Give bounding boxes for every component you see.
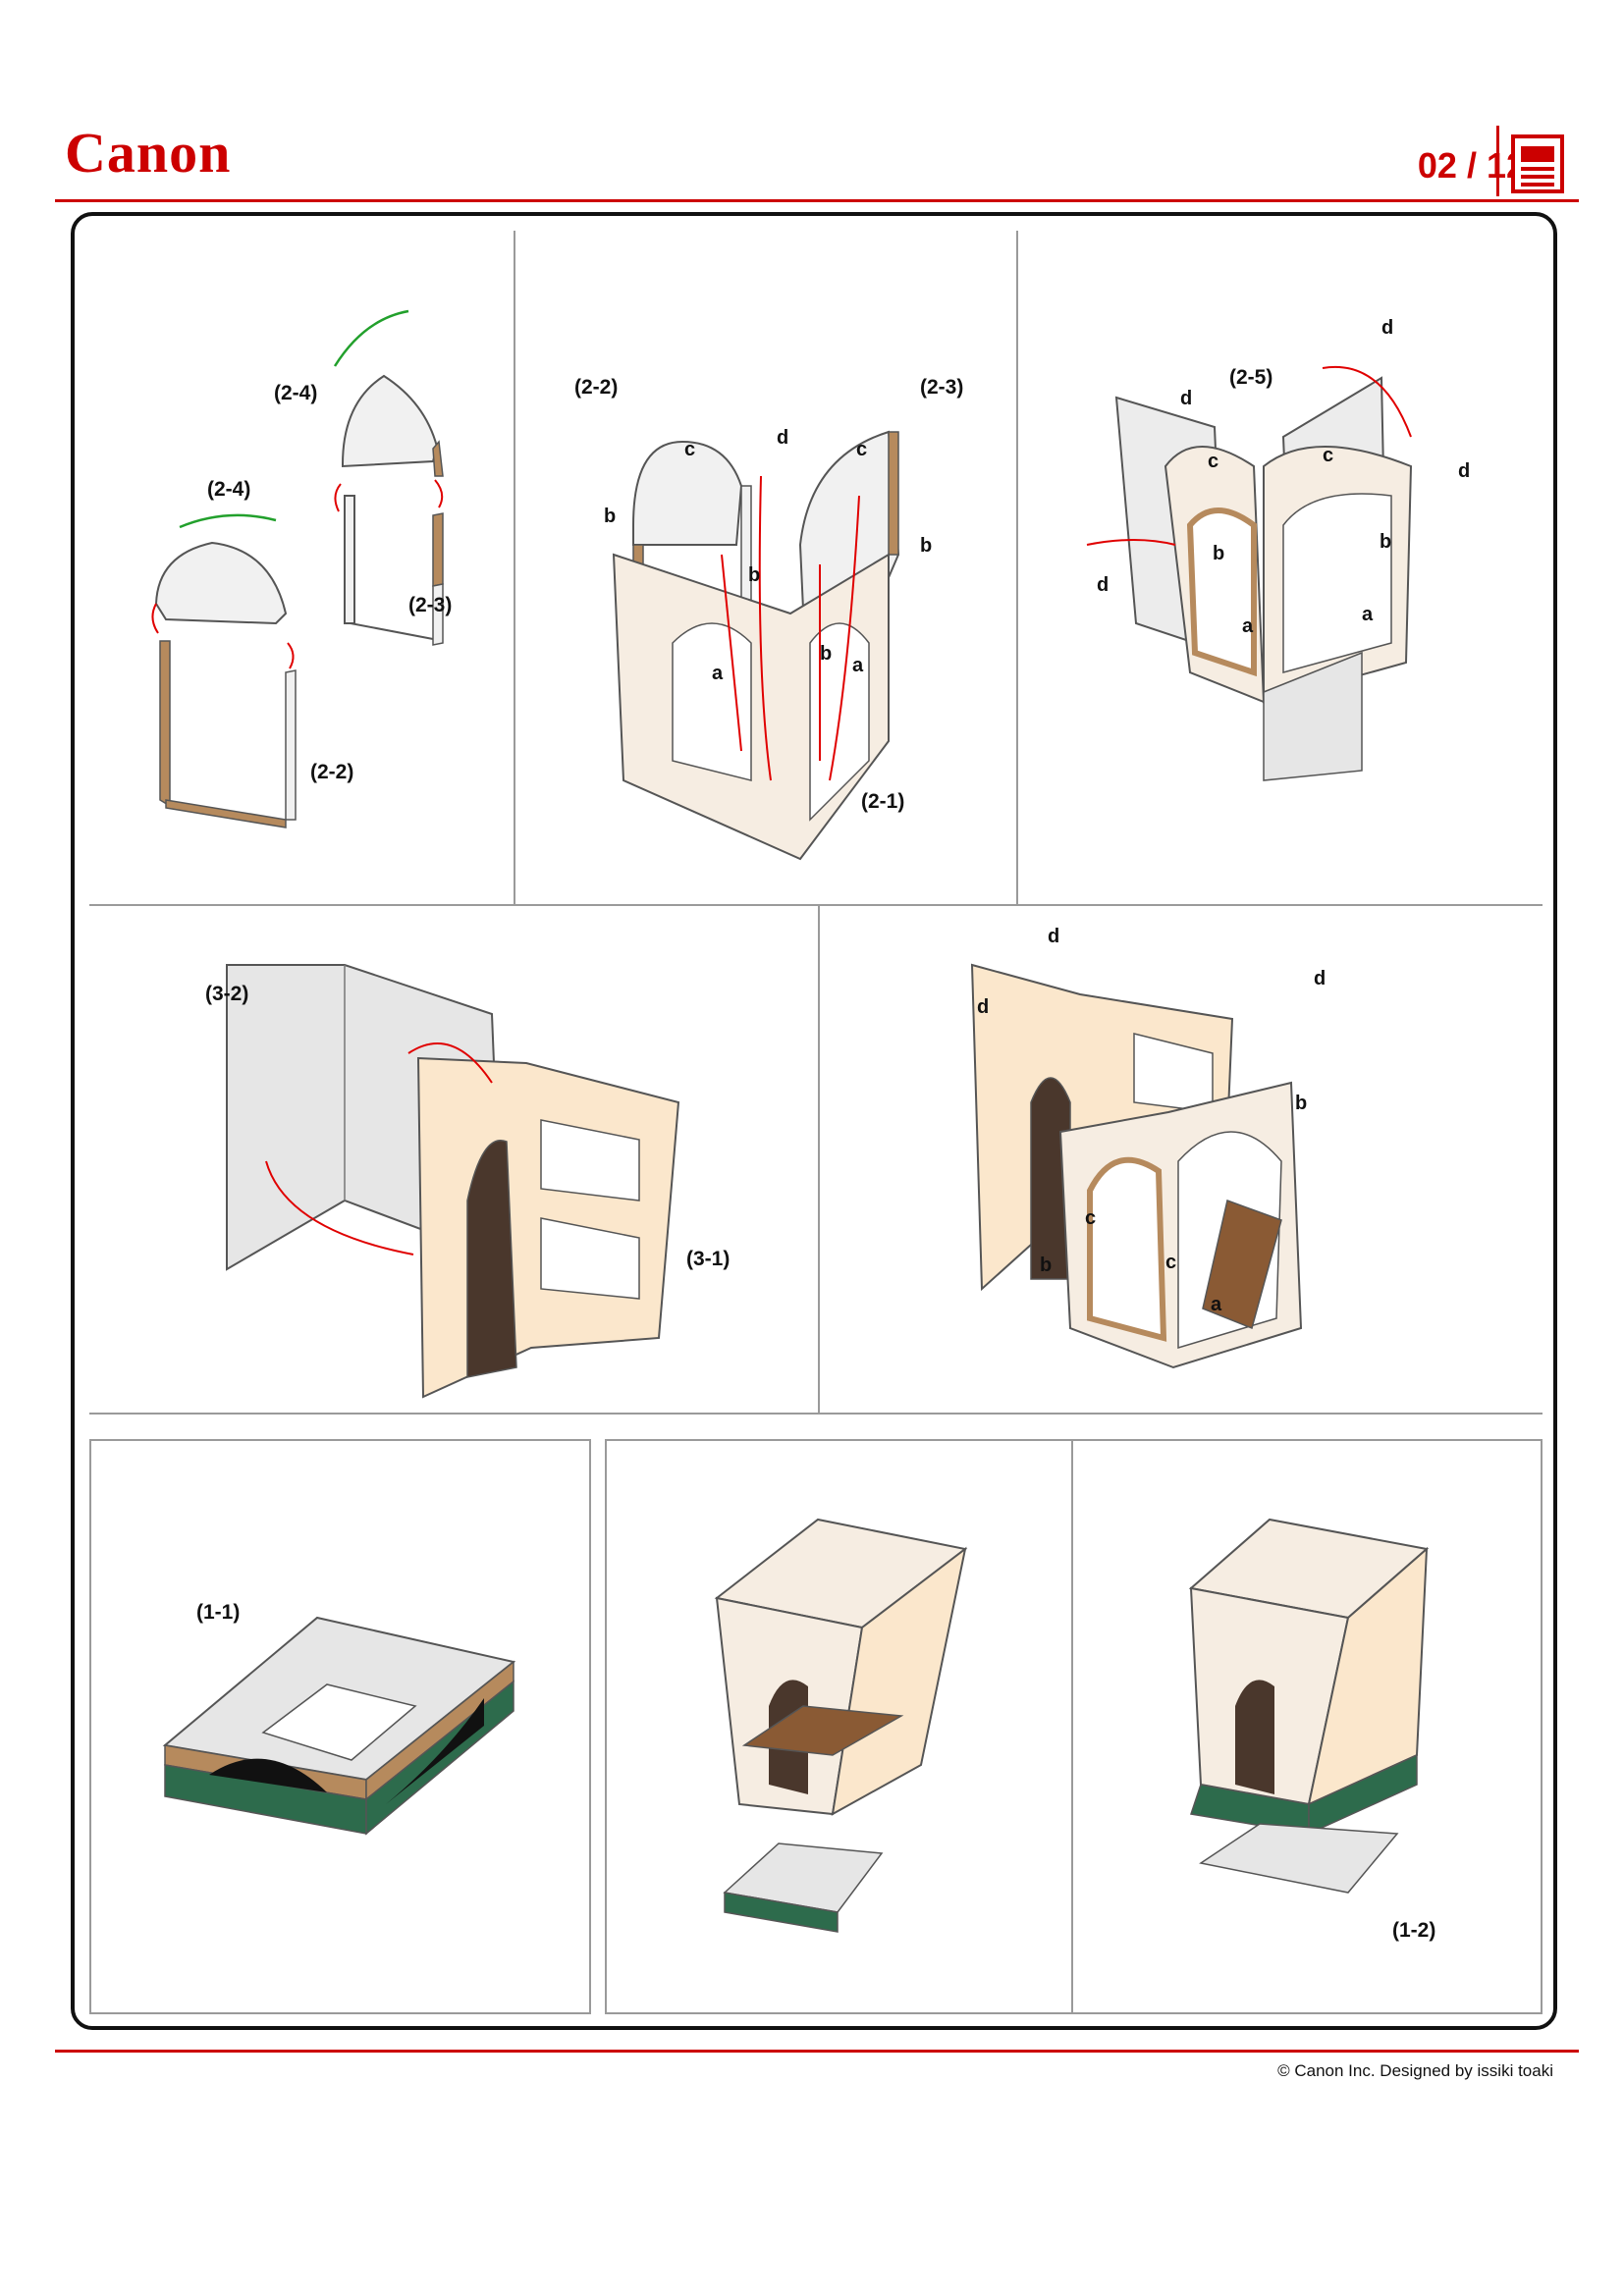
fold-letter: b <box>1213 543 1225 564</box>
building-assembly-illustration <box>970 963 1303 1369</box>
building-on-base-illustration <box>714 1518 968 1933</box>
part-label: (1-1) <box>196 1601 241 1624</box>
panel-8: (1-2) <box>1071 1439 1543 2014</box>
header-divider <box>1496 126 1499 196</box>
fold-letter: d <box>977 996 990 1018</box>
part-label: (1-2) <box>1392 1919 1436 1942</box>
fold-letter: d <box>1097 574 1110 596</box>
arch-frame-joining-illustration <box>1086 365 1413 781</box>
panel-5: d d d b c c b a <box>818 904 1543 1415</box>
document-icon <box>1511 134 1564 193</box>
page-number: 02 / 12 <box>1417 145 1526 186</box>
fold-letter: a <box>1211 1294 1222 1315</box>
step-frame <box>71 212 1557 2030</box>
panel-3: (2-5) d d c c d b b d a a <box>1016 231 1543 906</box>
panel-7 <box>605 1439 1073 2014</box>
footer-rule <box>55 2050 1579 2053</box>
part-label: (2-3) <box>920 376 964 399</box>
fold-letter: c <box>1165 1252 1177 1273</box>
fold-letter: c <box>1208 451 1219 472</box>
header-rule <box>55 199 1579 202</box>
part-label: (2-3) <box>408 594 453 616</box>
fold-letter: c <box>1085 1207 1097 1229</box>
fold-letter: b <box>820 643 833 665</box>
wall-assembly-illustration <box>226 964 680 1399</box>
fold-letter: b <box>1040 1255 1053 1276</box>
fold-letter: b <box>1295 1093 1308 1114</box>
panel-1: (2-4) (2-4) (2-3) (2-2) <box>89 231 515 906</box>
copyright: © Canon Inc. Designed by issiki toaki <box>1277 2061 1553 2080</box>
base-tray-illustration <box>162 1616 516 1836</box>
fold-letter: a <box>852 655 864 676</box>
canon-logo: Canon <box>65 121 232 185</box>
fold-letter: d <box>1314 968 1326 989</box>
panel-6: (1-1) <box>89 1439 591 2014</box>
part-label: (2-2) <box>574 376 619 399</box>
fold-letter: a <box>1362 604 1374 625</box>
fold-letter: a <box>1242 615 1254 637</box>
panel-4: (3-2) (3-1) <box>89 904 820 1415</box>
fold-letter: c <box>684 439 696 460</box>
fold-letter: d <box>777 427 789 449</box>
fold-letter: b <box>748 564 761 586</box>
part-label: (3-2) <box>205 983 249 1005</box>
fold-letter: c <box>1323 445 1334 466</box>
fold-letter: b <box>920 535 933 557</box>
fold-letter: b <box>604 506 617 527</box>
arch-wall-assembly-illustration <box>612 430 900 861</box>
part-label: (2-4) <box>207 478 251 501</box>
part-label: (2-5) <box>1229 366 1273 389</box>
fold-letter: b <box>1380 531 1392 553</box>
part-label: (2-2) <box>310 761 354 783</box>
fold-letter: d <box>1180 388 1193 409</box>
fold-letter: d <box>1458 460 1471 482</box>
part-label: (2-4) <box>274 382 318 404</box>
part-label: (3-1) <box>686 1248 731 1270</box>
arch-pieces-illustration <box>151 309 444 828</box>
part-label: (2-1) <box>861 790 905 813</box>
panel-2: (2-2) (2-3) (2-1) c c d b b b a b a <box>514 231 1018 906</box>
fold-letter: d <box>1381 317 1394 339</box>
finished-building-illustration <box>1188 1518 1430 1894</box>
fold-letter: a <box>712 663 724 684</box>
fold-letter: d <box>1048 926 1060 947</box>
fold-letter: c <box>856 439 868 460</box>
